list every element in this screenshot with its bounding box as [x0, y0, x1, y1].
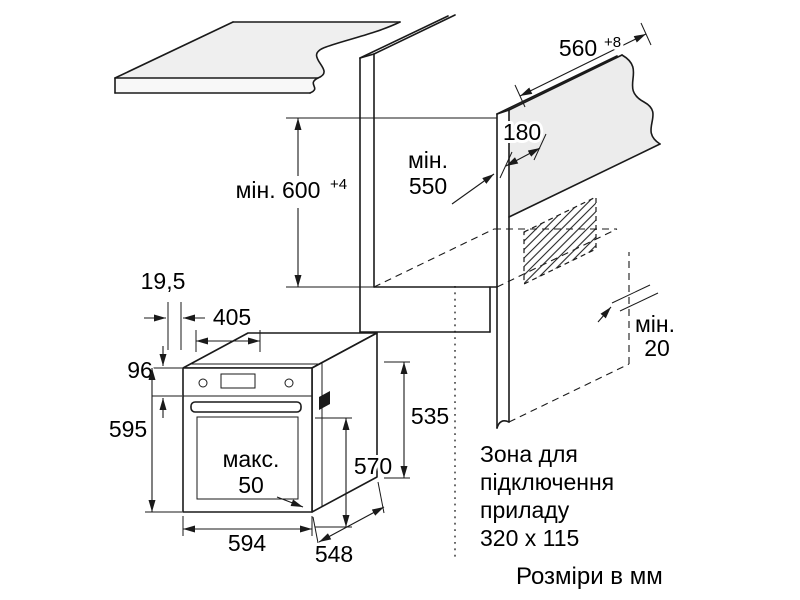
dim-text-overhang: 19,5 [141, 268, 186, 294]
dim-text-side-height: 535 [411, 403, 449, 429]
oven-knob-left [198, 378, 208, 388]
dim-inner-height: 570 [315, 417, 395, 528]
dim-niche-depth: мін. 550 [405, 144, 495, 205]
dim-oven-depth: 548 [312, 481, 385, 570]
niche-left-wall [359, 14, 456, 333]
dim-max-protrusion: макс. 50 [220, 443, 304, 508]
dim-text-niche-width: 560 [559, 35, 597, 61]
note-line-4: 320 x 115 [480, 525, 579, 551]
dim-niche-width: 560 +8 [514, 22, 652, 108]
dim-text-max-protrusion-prefix: макс. [223, 446, 280, 472]
dim-text-panel-height: 96 [127, 357, 153, 383]
dim-side-height: 535 [384, 361, 452, 479]
units-label: Розміри в мм [516, 563, 663, 590]
dim-niche-height: мін. 600 +4 [233, 117, 497, 288]
dim-text-oven-depth: 548 [315, 541, 353, 567]
connection-zone-note: Зона для підключення приладу 320 x 115 [477, 438, 617, 554]
dim-oven-height: 595 [106, 368, 182, 513]
dim-text-oven-height: 595 [109, 416, 147, 442]
dim-top-depth: 405 [195, 301, 261, 352]
worktop [114, 21, 401, 94]
dim-text-rear-gap: 20 [644, 335, 670, 361]
dim-overhang: 19,5 [138, 265, 205, 350]
note-line-2: підключення [480, 469, 614, 495]
oven-door [196, 416, 299, 500]
note-line-3: приладу [480, 497, 570, 523]
dim-text-niche-depth-prefix: мін. [408, 147, 448, 173]
note-line-1: Зона для [480, 441, 578, 467]
dim-text-niche-width-tol: +8 [604, 34, 621, 51]
dim-panel-height: 96 [124, 346, 182, 418]
dim-text-inner-height: 570 [354, 453, 392, 479]
dim-rear-gap: мін. 20 [597, 284, 678, 364]
dim-text-max-protrusion: 50 [238, 472, 264, 498]
worktop-break-edge [309, 21, 401, 94]
dim-text-top-depth: 405 [213, 304, 251, 330]
dim-oven-width: 594 [182, 516, 313, 559]
dim-text-niche-height-tol: +4 [330, 176, 347, 193]
connection-zone-hatch [523, 196, 597, 285]
oven-front-face [182, 367, 313, 513]
dim-text-niche-height: мін. 600 [236, 177, 321, 203]
dim-text-zone-offset: 180 [503, 119, 541, 145]
dim-text-oven-width: 594 [228, 530, 267, 556]
oven-display [220, 373, 256, 389]
oven-handle [190, 401, 302, 413]
oven-side-vent [319, 391, 330, 410]
oven [182, 332, 378, 513]
dim-zone-offset: 180 [499, 116, 547, 179]
dim-text-rear-gap-prefix: мін. [635, 311, 675, 337]
oven-knob-right [284, 378, 294, 388]
dim-text-niche-depth: 550 [409, 173, 447, 199]
